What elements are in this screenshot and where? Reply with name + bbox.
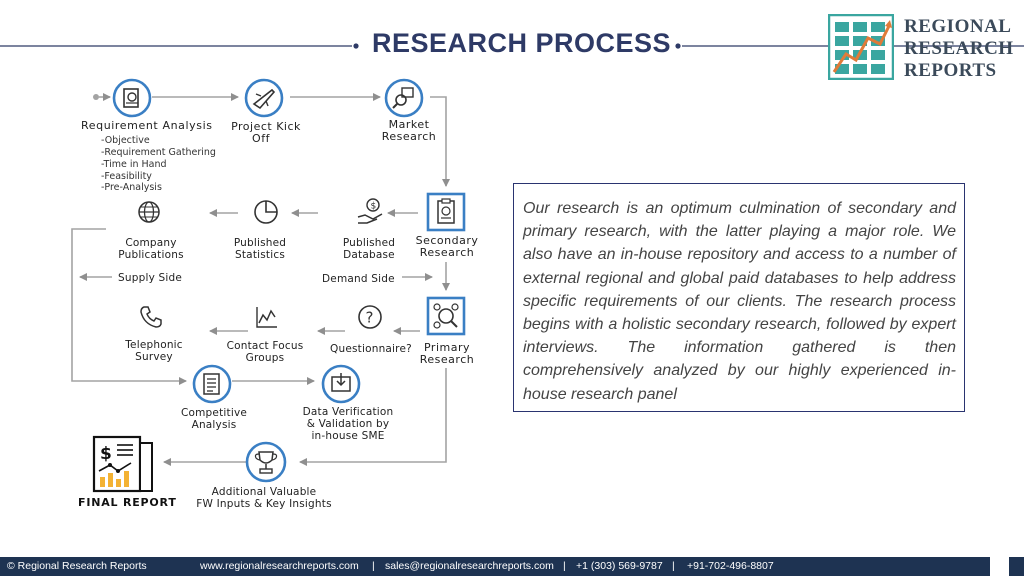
svg-text:?: ? — [366, 309, 374, 327]
data-verification-label-line1: Data Verification — [302, 406, 394, 418]
line-chart-icon — [256, 307, 277, 328]
trophy-icon — [245, 441, 287, 483]
page-title: RESEARCH PROCESS — [372, 28, 672, 58]
telephonic-survey-label-line1: Telephonic — [125, 339, 183, 351]
secondary-research-label-line2: Research — [419, 246, 475, 259]
footer-separator: | — [372, 560, 375, 572]
project-kick-off-label-line1: Project Kick — [231, 120, 301, 133]
footer-corner-square — [990, 557, 1009, 576]
market-research-label-line2: Research — [381, 130, 437, 143]
supply-side-label: Supply Side — [118, 272, 183, 284]
data-verification-icon — [321, 364, 361, 404]
requirement-detail-4: -Feasibility — [101, 171, 152, 182]
requirement-analysis-icon — [112, 78, 152, 118]
flow-connectors — [71, 93, 450, 466]
primary-research-label-line1: Primary — [423, 341, 470, 354]
primary-research-label-line2: Research — [419, 353, 475, 366]
final-report-icon: $ — [92, 435, 153, 493]
data-verification-label-line2: & Validation by — [306, 418, 390, 430]
svg-text:$: $ — [371, 202, 377, 212]
competitive-analysis-icon — [192, 364, 232, 404]
company-publications-label-line1: Company — [125, 237, 177, 249]
additional-inputs-label-line2: FW Inputs & Key Insights — [196, 498, 332, 510]
telephonic-survey-label-line2: Survey — [135, 351, 173, 363]
published-database-label-line1: Published — [342, 237, 396, 249]
question-icon: ? — [358, 305, 382, 329]
requirement-detail-5: -Pre-Analysis — [101, 182, 162, 193]
additional-inputs-label-line1: Additional Valuable — [211, 486, 317, 498]
requirement-detail-3: -Time in Hand — [101, 159, 167, 170]
svg-text:$: $ — [100, 444, 112, 464]
final-report-label: FINAL REPORT — [78, 496, 177, 509]
footer-phone-1: +1 (303) 569-9787 — [576, 560, 663, 572]
footer-website-link[interactable]: www.regionalresearchreports.com — [200, 560, 359, 572]
title-bar: RESEARCH PROCESS — [0, 28, 1024, 68]
footer-separator: | — [672, 560, 675, 572]
airplane-icon — [244, 78, 284, 118]
secondary-research-label-line1: Secondary — [415, 234, 479, 247]
demand-side-label: Demand Side — [322, 273, 395, 285]
logo-text-line3: REPORTS — [904, 60, 997, 81]
market-research-icon — [384, 78, 424, 118]
secondary-research-icon — [426, 192, 466, 232]
published-statistics-label-line2: Statistics — [235, 249, 285, 261]
pie-chart-icon — [254, 200, 278, 224]
logo-icon — [828, 14, 894, 80]
requirement-analysis-label: Requirement Analysis — [81, 119, 213, 132]
competitive-analysis-label-line1: Competitive — [180, 407, 248, 419]
company-publications-label-line2: Publications — [118, 249, 184, 261]
primary-research-icon — [426, 296, 466, 336]
market-research-label-line1: Market — [388, 118, 430, 131]
requirement-detail-2: -Requirement Gathering — [101, 147, 216, 158]
contact-focus-groups-label-line2: Groups — [245, 352, 285, 364]
published-statistics-label-line1: Published — [233, 237, 287, 249]
competitive-analysis-label-line2: Analysis — [191, 419, 237, 431]
money-hand-icon: $ — [357, 198, 383, 224]
logo-text-line1: REGIONAL — [904, 16, 1012, 37]
description-box: Our research is an optimum culmination o… — [513, 183, 965, 412]
phone-icon — [140, 306, 162, 328]
footer-phone-2: +91-702-496-8807 — [687, 560, 774, 572]
description-text: Our research is an optimum culmination o… — [523, 200, 956, 403]
globe-icon — [138, 201, 160, 223]
requirement-detail-1: -Objective — [101, 135, 150, 146]
project-kick-off-label-line2: Off — [252, 132, 270, 145]
footer-copyright: © Regional Research Reports — [7, 560, 147, 572]
contact-focus-groups-label-line1: Contact Focus — [226, 340, 304, 352]
logo-text-line2: RESEARCH — [904, 38, 1014, 59]
published-database-label-line2: Database — [343, 249, 395, 261]
footer-email-link[interactable]: sales@regionalresearchreports.com — [385, 560, 554, 572]
data-verification-label-line3: in-house SME — [311, 430, 385, 442]
questionnaire-label: Questionnaire? — [330, 343, 412, 355]
footer-bar: © Regional Research Reports www.regional… — [0, 557, 1024, 576]
footer-separator: | — [563, 560, 566, 572]
